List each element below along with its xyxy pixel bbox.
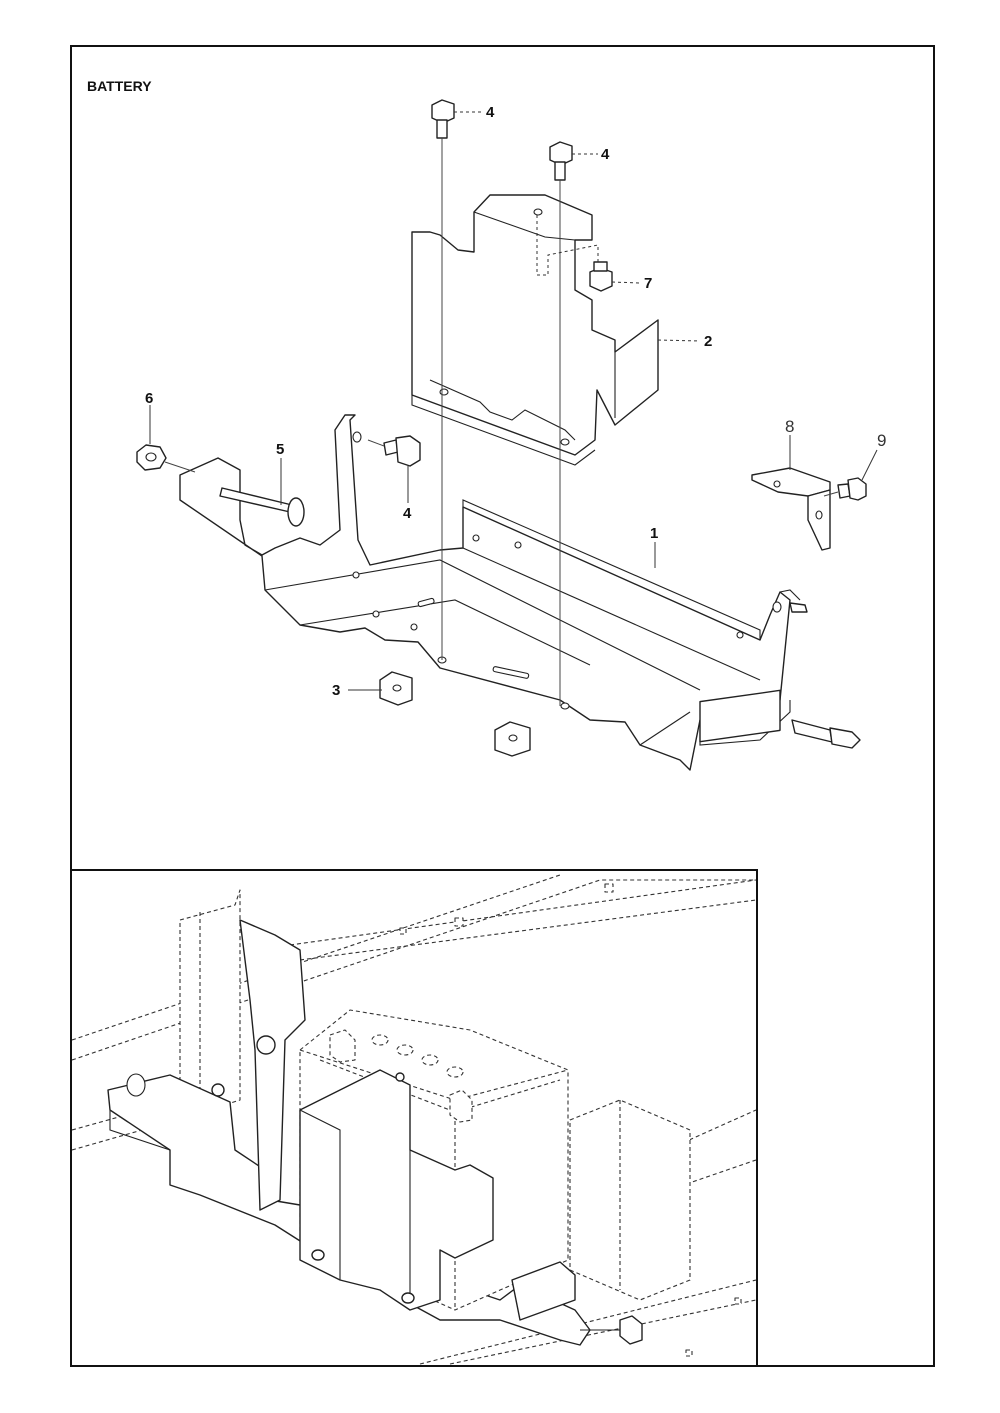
part-4-bolts	[383, 99, 573, 467]
callout-7: 7	[644, 275, 652, 292]
part-1-battery-tray	[179, 414, 861, 771]
callout-8: 8	[785, 417, 794, 436]
callout-4-middle: 4	[403, 505, 412, 522]
assembly-axis-lines	[164, 138, 839, 706]
part-2-hold-down-bracket	[411, 194, 659, 466]
part-6-nut	[136, 444, 167, 471]
callout-5: 5	[276, 441, 284, 458]
part-3-clip-nuts	[379, 671, 531, 757]
callout-6: 6	[145, 390, 153, 407]
callout-1: 1	[650, 525, 658, 542]
diagram-title: BATTERY	[87, 78, 152, 94]
part-5-pin	[219, 487, 305, 527]
callout-2: 2	[704, 333, 712, 350]
callout-leaders	[149, 111, 878, 691]
exploded-view: 4 4 7 2 6 5 4 1 3 8 9	[136, 99, 886, 771]
part-9-screw	[837, 477, 867, 501]
callout-4-top-right: 4	[601, 146, 610, 163]
part-8-angle-bracket	[751, 467, 831, 551]
part-7-nut	[589, 261, 613, 292]
callout-3: 3	[332, 682, 340, 699]
inset-assembled-view	[72, 874, 756, 1365]
inset-frame	[70, 869, 758, 1367]
callout-4-top-left: 4	[486, 104, 495, 121]
callout-9: 9	[877, 431, 886, 450]
